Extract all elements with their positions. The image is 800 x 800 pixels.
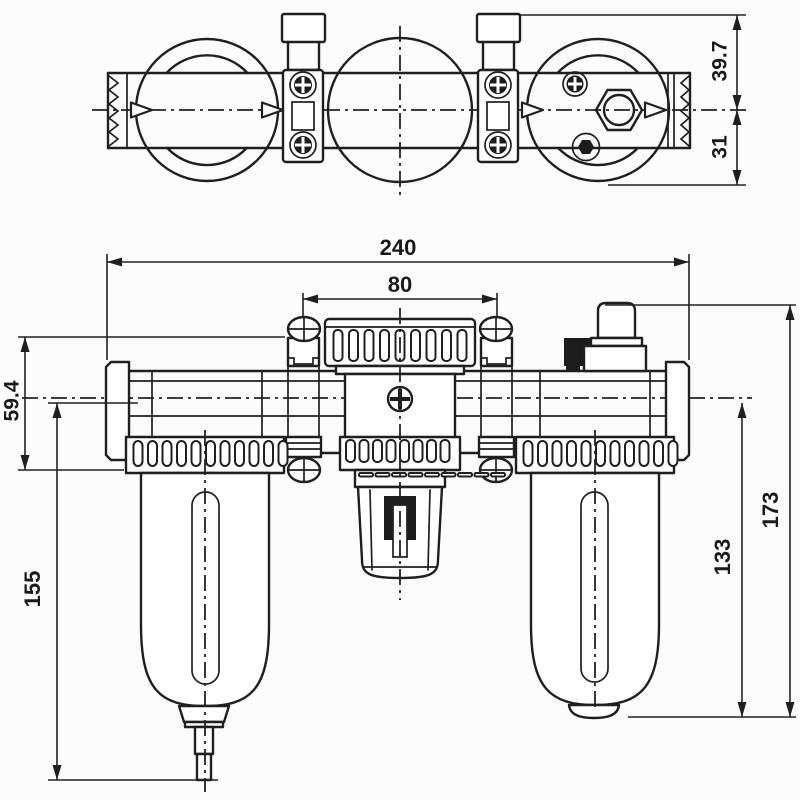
bracket-screw-icon (289, 131, 317, 159)
oil-fill-plug (564, 301, 648, 373)
flow-arrow (520, 101, 545, 119)
lubricator-front (514, 430, 679, 720)
dimension-173: 173 (605, 304, 796, 717)
clamp-bracket-left-front (284, 315, 323, 484)
hex-port-icon (594, 88, 644, 132)
dim-label-31: 31 (709, 135, 732, 159)
mounting-bracket-right-top (475, 12, 522, 164)
dimension-39-7: 39.7 (520, 14, 746, 186)
mounting-bracket-left-top (280, 12, 327, 164)
regulator-knob-top (326, 26, 474, 195)
regulator-front (323, 308, 506, 600)
dim-label-133: 133 (710, 539, 735, 576)
filter-front (124, 430, 289, 792)
dim-label-155: 155 (20, 571, 45, 608)
hex-socket-screw-icon (571, 132, 601, 162)
front-view: 240 80 59.4 155 (1, 235, 796, 792)
bracket-slot (291, 101, 315, 131)
bracket-slot (486, 101, 510, 131)
dim-label-173: 173 (758, 492, 783, 529)
top-view: 39.7 31 (92, 12, 750, 195)
outlet-flange (664, 360, 691, 462)
bracket-screw-icon (289, 71, 317, 99)
dimension-31: 31 (709, 110, 742, 185)
dimension-59-4: 59.4 (1, 336, 285, 471)
flow-arrow (643, 101, 668, 119)
bracket-screw-icon (484, 71, 512, 99)
bowl-bottom-boss (567, 703, 621, 720)
dim-label-80: 80 (388, 272, 412, 297)
dim-label-59-4: 59.4 (1, 380, 24, 421)
drain-valve (177, 704, 231, 724)
inlet-flange (104, 360, 131, 462)
dim-label-39-7: 39.7 (709, 41, 732, 82)
manifold-bar-top (106, 71, 692, 150)
inlet-port (107, 72, 128, 149)
dimension-133: 133 (628, 403, 796, 718)
dimension-80: 80 (302, 272, 498, 316)
dim-label-240: 240 (380, 235, 417, 260)
flow-arrow (260, 101, 285, 119)
flow-arrow (129, 101, 154, 119)
dimension-240: 240 (106, 235, 690, 360)
clamp-bracket-right-front (477, 315, 516, 484)
lubricator-top-circle (525, 37, 671, 183)
bracket-screw-icon (484, 131, 512, 159)
dimension-155: 155 (20, 402, 218, 781)
phillips-screw-icon (562, 71, 588, 97)
